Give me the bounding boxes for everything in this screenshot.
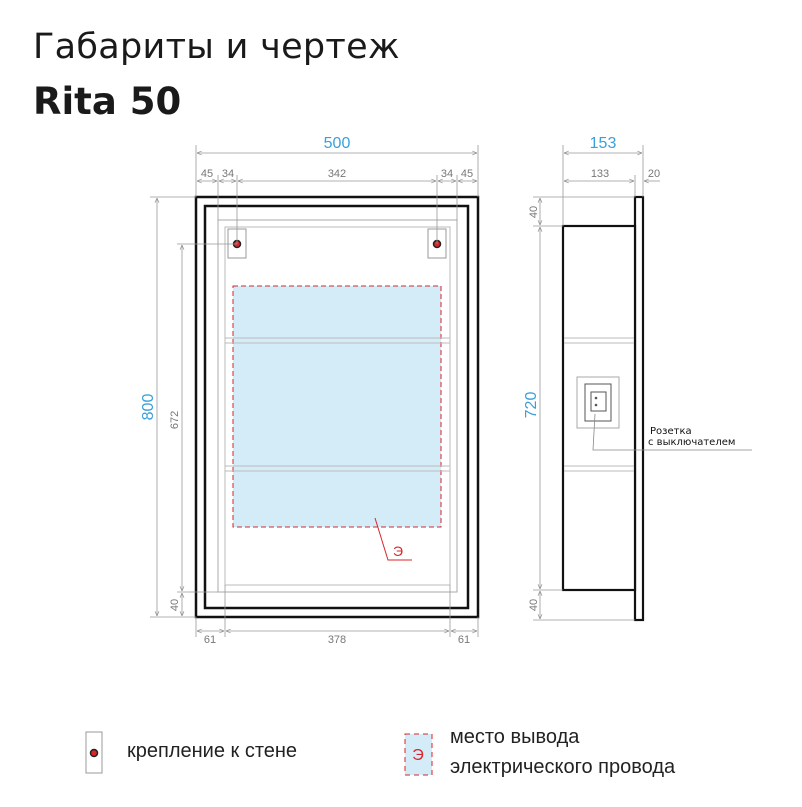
- dim-height-total: 800: [140, 394, 157, 421]
- dim-width-total: 500: [324, 135, 351, 152]
- electric-marker-label: Э: [393, 543, 403, 559]
- legend-wall-mount-label: крепление к стене: [127, 740, 298, 762]
- dim-bottom-seg: 61: [458, 634, 470, 646]
- dim-mount-height: 672: [169, 411, 181, 429]
- cabinet-outline: [217, 219, 458, 593]
- dim-bottom-seg: 378: [328, 634, 346, 646]
- dim-bottom-offset: 40: [169, 599, 181, 611]
- dim-depth-total: 153: [590, 135, 617, 152]
- dim-bottom-offset: 40: [528, 599, 540, 611]
- side-view: Розетка с выключателем 153 133 20 40 720…: [523, 135, 752, 622]
- wire-outlet-zone: [232, 285, 442, 528]
- dim-body-height: 720: [523, 392, 540, 419]
- electric-leader-line: [374, 517, 412, 561]
- page-title: Габариты и чертеж: [33, 27, 400, 67]
- front-view: Э 500 45 34 342 3: [140, 135, 480, 646]
- mirror-side-panel: [633, 195, 645, 622]
- legend-wire-outlet-label-1: место вывода: [450, 726, 580, 748]
- dim-top-seg: 342: [328, 168, 346, 180]
- dim-top-seg: 34: [222, 168, 234, 180]
- socket-leader-line: [592, 413, 752, 451]
- socket-label: с выключателем: [648, 437, 735, 448]
- legend-wire-outlet-label-2: электрического провода: [450, 756, 676, 778]
- dim-top-seg: 34: [441, 168, 453, 180]
- dim-top-seg: 45: [461, 168, 473, 180]
- model-name: Rita 50: [33, 80, 182, 123]
- legend-wire-zone-icon: [404, 733, 433, 776]
- dim-top-seg: 45: [201, 168, 213, 180]
- mirror-outer-frame: [194, 195, 480, 619]
- socket-label: Розетка: [650, 426, 692, 437]
- dim-front-depth: 20: [648, 168, 660, 180]
- dim-body-depth: 133: [591, 168, 609, 180]
- mirror-inner-frame: [203, 204, 470, 610]
- dim-bottom-seg: 61: [204, 634, 216, 646]
- wall-mount-icon: [89, 748, 99, 758]
- dim-top-offset: 40: [528, 206, 540, 218]
- legend-electric-marker: Э: [412, 747, 424, 764]
